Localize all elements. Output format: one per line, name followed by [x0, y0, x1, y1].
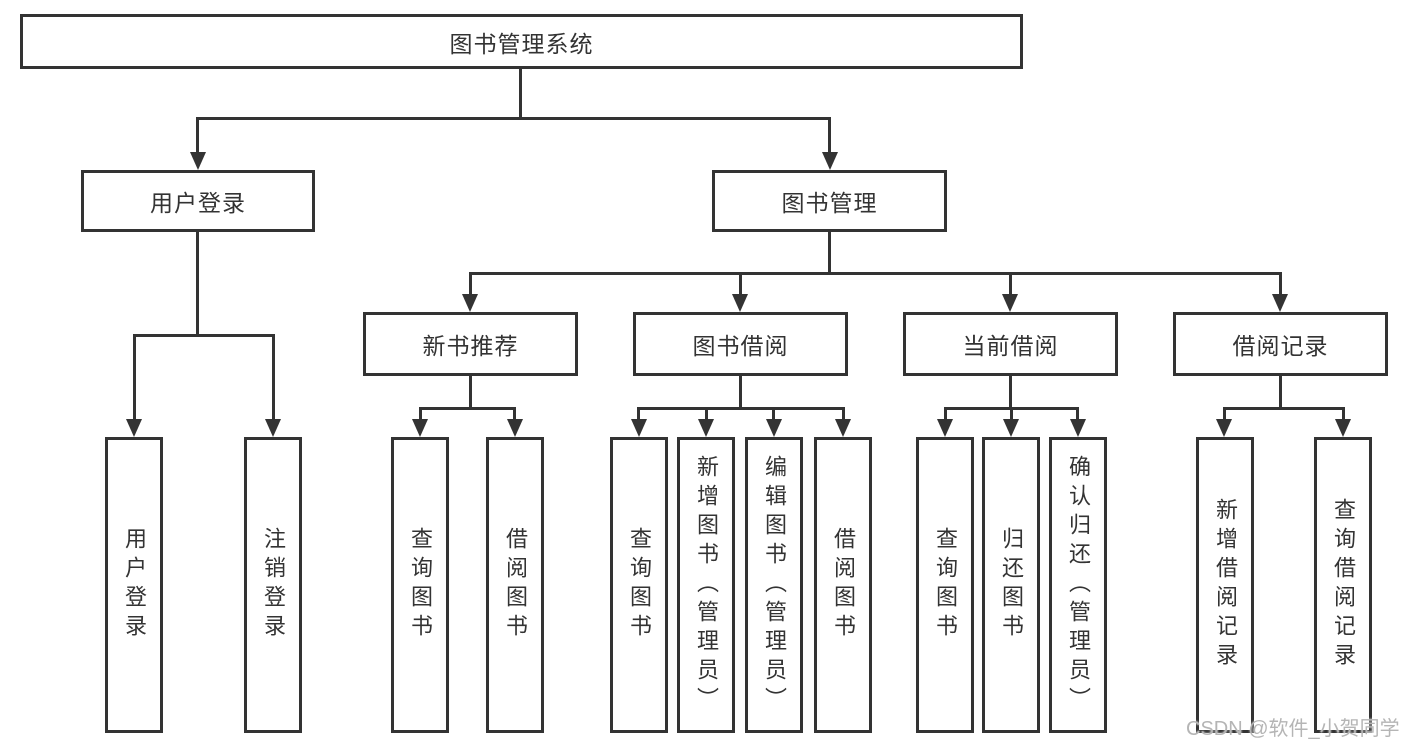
connector-line: [1279, 272, 1282, 296]
leaf-label: 查询借阅记录: [1331, 498, 1356, 672]
arrow-down-icon: [462, 294, 478, 312]
connector-line: [133, 334, 136, 419]
connector-line: [1223, 407, 1226, 421]
leaf-label: 编辑图书（管理员）: [762, 454, 787, 716]
connector-line: [828, 117, 831, 152]
leaf-label: 借阅图书: [831, 527, 856, 643]
node-book-management: 图书管理: [712, 170, 947, 232]
connector-line: [469, 272, 1281, 275]
connector-line: [739, 272, 742, 296]
arrow-down-icon: [1216, 419, 1232, 437]
leaf-edit-book-admin: 编辑图书（管理员）: [745, 437, 803, 733]
leaf-query-books-recommend: 查询图书: [391, 437, 449, 733]
leaf-label: 注销登录: [261, 527, 286, 643]
arrow-down-icon: [822, 152, 838, 170]
node-borrowing-records: 借阅记录: [1173, 312, 1388, 376]
arrow-down-icon: [1272, 294, 1288, 312]
leaf-label: 归还图书: [999, 527, 1024, 643]
node-library-management-system: 图书管理系统: [20, 14, 1023, 69]
connector-line: [419, 407, 516, 410]
node-label: 用户登录: [150, 190, 246, 216]
arrow-down-icon: [698, 419, 714, 437]
connector-line: [196, 232, 199, 337]
arrow-down-icon: [1003, 419, 1019, 437]
leaf-label: 查询图书: [933, 527, 958, 643]
connector-line: [637, 407, 640, 421]
node-user-login: 用户登录: [81, 170, 315, 232]
arrow-down-icon: [1002, 294, 1018, 312]
connector-line: [513, 407, 516, 421]
leaf-label: 查询图书: [408, 527, 433, 643]
connector-line: [1223, 407, 1344, 410]
leaf-borrow-books-recommend: 借阅图书: [486, 437, 544, 733]
connector-line: [1342, 407, 1345, 421]
leaf-confirm-return-admin: 确认归还（管理员）: [1049, 437, 1107, 733]
connector-line: [519, 69, 522, 120]
connector-line: [196, 117, 199, 152]
arrow-down-icon: [732, 294, 748, 312]
leaf-query-books-current: 查询图书: [916, 437, 974, 733]
leaf-return-books: 归还图书: [982, 437, 1040, 733]
connector-line: [944, 407, 947, 421]
connector-line: [196, 117, 831, 120]
arrow-down-icon: [766, 419, 782, 437]
arrow-down-icon: [937, 419, 953, 437]
node-label: 借阅记录: [1232, 333, 1329, 359]
connector-line: [1009, 376, 1012, 409]
node-new-book-recommendation: 新书推荐: [363, 312, 578, 376]
node-label: 图书管理系统: [449, 30, 594, 57]
leaf-label: 借阅图书: [503, 527, 528, 643]
connector-line: [637, 407, 845, 410]
arrow-down-icon: [1070, 419, 1086, 437]
connector-line: [1009, 272, 1012, 296]
connector-line: [842, 407, 845, 421]
connector-line: [739, 376, 742, 409]
connector-line: [1279, 376, 1282, 409]
node-current-borrowing: 当前借阅: [903, 312, 1118, 376]
arrow-down-icon: [835, 419, 851, 437]
connector-line: [133, 334, 275, 337]
connector-line: [1010, 407, 1013, 421]
connector-line: [705, 407, 708, 421]
connector-line: [469, 376, 472, 409]
connector-line: [419, 407, 422, 421]
leaf-add-book-admin: 新增图书（管理员）: [677, 437, 735, 733]
leaf-label: 确认归还（管理员）: [1066, 454, 1091, 716]
node-label: 图书管理: [781, 190, 878, 216]
leaf-query-borrow-record: 查询借阅记录: [1314, 437, 1372, 733]
leaf-label: 查询图书: [627, 527, 652, 643]
node-label: 新书推荐: [422, 333, 519, 359]
leaf-label: 新增借阅记录: [1213, 498, 1238, 672]
connector-line: [772, 407, 775, 421]
arrow-down-icon: [190, 152, 206, 170]
arrow-down-icon: [631, 419, 647, 437]
leaf-user-login: 用户登录: [105, 437, 163, 733]
arrow-down-icon: [507, 419, 523, 437]
node-label: 图书借阅: [692, 333, 789, 359]
leaf-logout: 注销登录: [244, 437, 302, 733]
connector-line: [1076, 407, 1079, 421]
arrow-down-icon: [1335, 419, 1351, 437]
arrow-down-icon: [126, 419, 142, 437]
connector-line: [469, 272, 472, 296]
leaf-label: 用户登录: [122, 527, 147, 643]
node-label: 当前借阅: [962, 333, 1059, 359]
connector-line: [828, 232, 831, 274]
arrow-down-icon: [265, 419, 281, 437]
leaf-label: 新增图书（管理员）: [694, 454, 719, 716]
connector-line: [272, 334, 275, 419]
watermark: CSDN @软件_小贺同学: [1186, 718, 1400, 740]
node-book-borrowing: 图书借阅: [633, 312, 848, 376]
arrow-down-icon: [412, 419, 428, 437]
leaf-add-borrow-record: 新增借阅记录: [1196, 437, 1254, 733]
leaf-borrow-books-borrowing: 借阅图书: [814, 437, 872, 733]
leaf-query-books-borrowing: 查询图书: [610, 437, 668, 733]
